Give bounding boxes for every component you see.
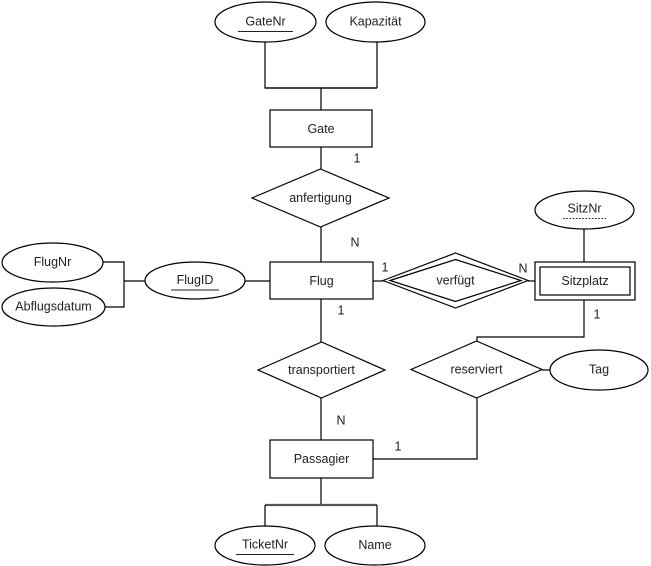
- entity-passagier-label: Passagier: [294, 452, 350, 466]
- attribute-name[interactable]: Name: [324, 525, 426, 566]
- entity-flug-box[interactable]: [269, 261, 374, 300]
- attribute-ticketnr[interactable]: TicketNr: [214, 525, 316, 566]
- relationship-transportiert-diamond[interactable]: [256, 341, 387, 399]
- entity-gate[interactable]: Gate: [269, 109, 373, 148]
- entity-passagier-box[interactable]: [269, 439, 374, 479]
- relationship-anfertigung-label: anfertigung: [289, 191, 352, 205]
- entity-gate-label: Gate: [307, 122, 334, 136]
- entity-passagier[interactable]: Passagier: [269, 439, 374, 479]
- attribute-flugnr-label: FlugNr: [34, 255, 72, 269]
- attribute-name-label: Name: [358, 538, 391, 552]
- connector-gatenr-to-bus: [264, 42, 377, 89]
- attribute-flugid-label: FlugID: [177, 273, 214, 287]
- entity-sitzplatz-label: Sitzplatz: [561, 274, 608, 288]
- cardinality-gate-anfertigung: 1: [354, 151, 361, 165]
- relationship-reserviert-label: reserviert: [450, 362, 503, 376]
- entity-gate-box[interactable]: [269, 109, 373, 148]
- attribute-tag-label: Tag: [589, 362, 609, 376]
- attribute-ticketnr-label: TicketNr: [242, 537, 288, 551]
- cardinality-passagier-reserviert: 1: [395, 439, 402, 453]
- entity-sitzplatz-outer-box[interactable]: [534, 261, 636, 301]
- attribute-abflugsdatum-ellipse[interactable]: [1, 287, 106, 327]
- relationship-transportiert-label: transportiert: [288, 363, 355, 377]
- attribute-abflugsdatum[interactable]: Abflugsdatum: [1, 287, 106, 327]
- cardinality-flug-transportiert: 1: [338, 303, 345, 317]
- relationship-reserviert[interactable]: reserviert: [409, 340, 544, 399]
- attribute-name-ellipse[interactable]: [324, 525, 426, 566]
- connector-flugnr-to-bus: [103, 261, 125, 308]
- connector-passagier-to-reserviert: [373, 398, 478, 460]
- attribute-tag[interactable]: Tag: [549, 349, 649, 391]
- attribute-kapazitaet-ellipse[interactable]: [325, 1, 426, 43]
- cardinality-flug-verfuegt: 1: [382, 260, 389, 274]
- attribute-gatenr-label: GateNr: [245, 14, 285, 28]
- cardinality-layer: 1 N 1 N 1 1 N 1: [336, 151, 600, 453]
- cardinality-verfuegt-sitzplatz: N: [518, 261, 527, 275]
- attribute-flugid-ellipse[interactable]: [144, 261, 246, 300]
- connector-sitzplatz-to-reserviert: [476, 300, 585, 341]
- attribute-tag-ellipse[interactable]: [549, 349, 649, 391]
- entity-sitzplatz[interactable]: Sitzplatz: [534, 261, 636, 301]
- relationship-transportiert[interactable]: transportiert: [256, 341, 387, 399]
- relationship-reserviert-diamond[interactable]: [409, 340, 544, 399]
- entity-flug[interactable]: Flug: [269, 261, 374, 300]
- relationship-verfuegt-outer-diamond[interactable]: [381, 252, 530, 309]
- relationship-anfertigung[interactable]: anfertigung: [250, 168, 391, 228]
- relationship-anfertigung-diamond[interactable]: [250, 168, 391, 228]
- cardinality-sitzplatz-reserviert: 1: [594, 307, 601, 321]
- relationship-verfuegt-label: verfügt: [436, 273, 475, 287]
- relationship-verfuegt-inner-diamond: [388, 258, 523, 303]
- attribute-sitznr-label: SitzNr: [567, 201, 601, 215]
- connector-layer: [103, 42, 585, 526]
- attribute-kapazitaet-label: Kapazität: [349, 14, 402, 28]
- entity-sitzplatz-inner-box: [539, 266, 631, 296]
- attribute-abflugsdatum-label: Abflugsdatum: [15, 299, 91, 313]
- attribute-sitznr[interactable]: SitzNr: [534, 190, 635, 230]
- entity-flug-label: Flug: [309, 274, 333, 288]
- cardinality-transportiert-passagier: N: [336, 413, 345, 427]
- attribute-flugid[interactable]: FlugID: [144, 261, 246, 300]
- attribute-flugnr-ellipse[interactable]: [1, 242, 104, 283]
- attribute-sitznr-ellipse[interactable]: [534, 190, 635, 230]
- relationship-verfuegt[interactable]: verfügt: [381, 252, 530, 309]
- attribute-flugnr[interactable]: FlugNr: [1, 242, 104, 283]
- attribute-kapazitaet[interactable]: Kapazität: [325, 1, 426, 43]
- attribute-gatenr[interactable]: GateNr: [214, 1, 317, 43]
- cardinality-anfertigung-flug: N: [350, 235, 359, 249]
- attribute-ticketnr-ellipse[interactable]: [214, 525, 316, 566]
